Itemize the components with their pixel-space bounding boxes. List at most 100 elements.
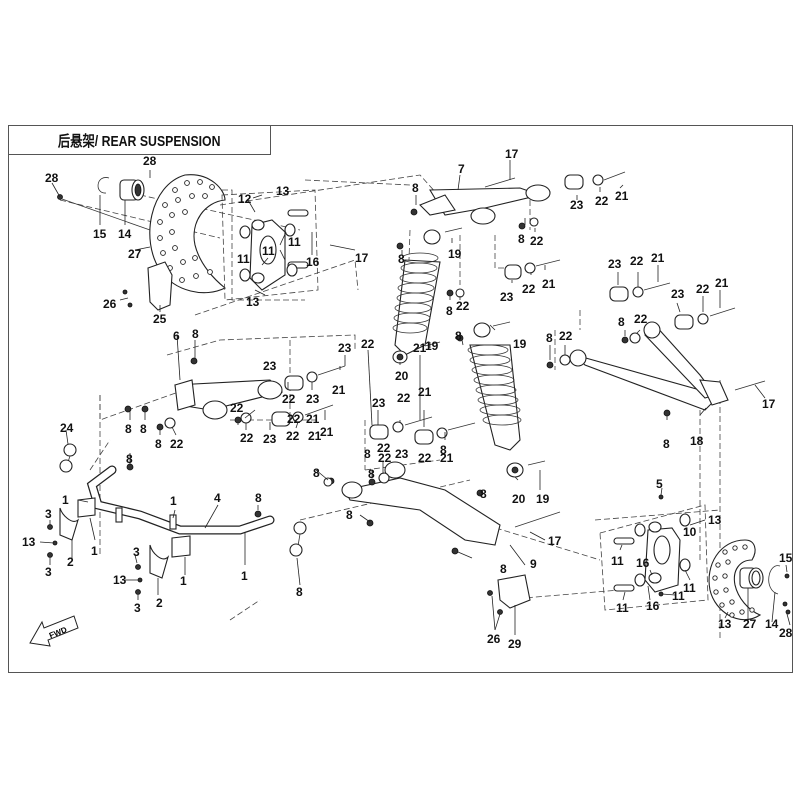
callout: 14 xyxy=(118,227,132,241)
callout: 1 xyxy=(180,574,187,588)
circlip-right xyxy=(768,565,791,615)
callout: 22 xyxy=(230,401,244,415)
callout: 8 xyxy=(412,181,419,195)
callout: 8 xyxy=(368,467,375,481)
callout: 23 xyxy=(372,396,386,410)
callout: 21 xyxy=(332,383,346,397)
callout: 21 xyxy=(542,277,556,291)
callout: 19 xyxy=(425,339,439,353)
callout: 24 xyxy=(60,421,74,435)
callout: 21 xyxy=(306,412,320,426)
callout: 16 xyxy=(636,556,650,570)
trailing-arm-6 xyxy=(124,357,346,431)
callout: 11 xyxy=(237,252,250,266)
callout: 16 xyxy=(306,255,320,269)
callout: 8 xyxy=(446,304,453,318)
callout: 22 xyxy=(522,282,536,296)
callout: 22 xyxy=(418,451,432,465)
bushings-clamps xyxy=(47,497,191,595)
callout: 3 xyxy=(133,545,140,559)
callout: 25 xyxy=(153,312,167,326)
callout: 8 xyxy=(663,437,670,451)
callout: 21 xyxy=(651,251,665,265)
callout: 8 xyxy=(618,315,625,329)
callout: 7 xyxy=(458,162,465,176)
callout: 22 xyxy=(530,234,544,248)
callout: 3 xyxy=(45,565,52,579)
callout: 23 xyxy=(395,447,409,461)
callout: 15 xyxy=(779,551,793,565)
callout: 3 xyxy=(134,601,141,615)
callout: 8 xyxy=(296,585,303,599)
callout: 8 xyxy=(455,329,462,343)
callout: 28 xyxy=(779,626,793,640)
callout: 8 xyxy=(313,466,320,480)
callout: 8 xyxy=(398,252,405,266)
callout: 1 xyxy=(241,569,248,583)
callout: 19 xyxy=(536,492,550,506)
callout: 22 xyxy=(634,312,648,326)
callout: 11 xyxy=(616,601,629,615)
callout: 3 xyxy=(45,507,52,521)
callout: 8 xyxy=(480,487,487,501)
callout: 8 xyxy=(346,508,353,522)
callout: 8 xyxy=(192,327,199,341)
callout: 1 xyxy=(170,494,177,508)
callout: 8 xyxy=(140,422,147,436)
callout: 23 xyxy=(500,290,514,304)
callout: 11 xyxy=(611,554,624,568)
callout: 23 xyxy=(608,257,622,271)
callout: 22 xyxy=(361,337,375,351)
callout: 11 xyxy=(262,244,275,258)
lower-arm-9 xyxy=(323,416,561,555)
callout: 22 xyxy=(240,431,254,445)
callout: 17 xyxy=(762,397,776,411)
callout: 9 xyxy=(530,557,537,571)
callout: 23 xyxy=(338,341,352,355)
knuckle-left xyxy=(221,189,319,301)
callout: 2 xyxy=(156,596,163,610)
callout: 4 xyxy=(214,491,221,505)
callout: 19 xyxy=(513,337,527,351)
callout: 8 xyxy=(155,437,162,451)
forward-direction-arrow: FWD xyxy=(29,615,79,647)
callout: 26 xyxy=(103,297,117,311)
callout: 22 xyxy=(456,299,470,313)
callout: 11 xyxy=(288,235,301,249)
callout: 27 xyxy=(743,617,757,631)
upper-arm-7 xyxy=(410,171,626,280)
callout: 22 xyxy=(378,451,392,465)
callout: 8 xyxy=(500,562,507,576)
callout: 8 xyxy=(125,422,132,436)
bearing-left xyxy=(119,179,145,201)
callout: 21 xyxy=(615,189,629,203)
knuckle-right xyxy=(599,494,709,611)
callout: 22 xyxy=(696,282,710,296)
callout: 8 xyxy=(255,491,262,505)
callout: 12 xyxy=(238,192,252,206)
callout: 23 xyxy=(671,287,685,301)
shock-absorber-lower xyxy=(456,321,546,478)
bearing-right xyxy=(739,567,764,589)
callout: 17 xyxy=(548,534,562,548)
callout: 22 xyxy=(287,412,301,426)
callout: 14 xyxy=(765,617,779,631)
callout: 22 xyxy=(397,391,411,405)
callout: 21 xyxy=(320,425,334,439)
callout: 21 xyxy=(715,276,729,290)
callout: 20 xyxy=(395,369,409,383)
callout: 22 xyxy=(595,194,609,208)
callout: 13 xyxy=(22,535,36,549)
callout: 22 xyxy=(630,254,644,268)
callout: 26 xyxy=(487,632,501,646)
callout: 21 xyxy=(413,341,427,355)
bracket-29 xyxy=(487,574,531,615)
shock-absorber-upper xyxy=(392,227,465,364)
diagram-frame xyxy=(8,125,793,673)
callout: 22 xyxy=(170,437,184,451)
callout: 23 xyxy=(263,432,277,446)
callout: 8 xyxy=(364,447,371,461)
callout: 13 xyxy=(718,617,732,631)
callout: 13 xyxy=(113,573,127,587)
